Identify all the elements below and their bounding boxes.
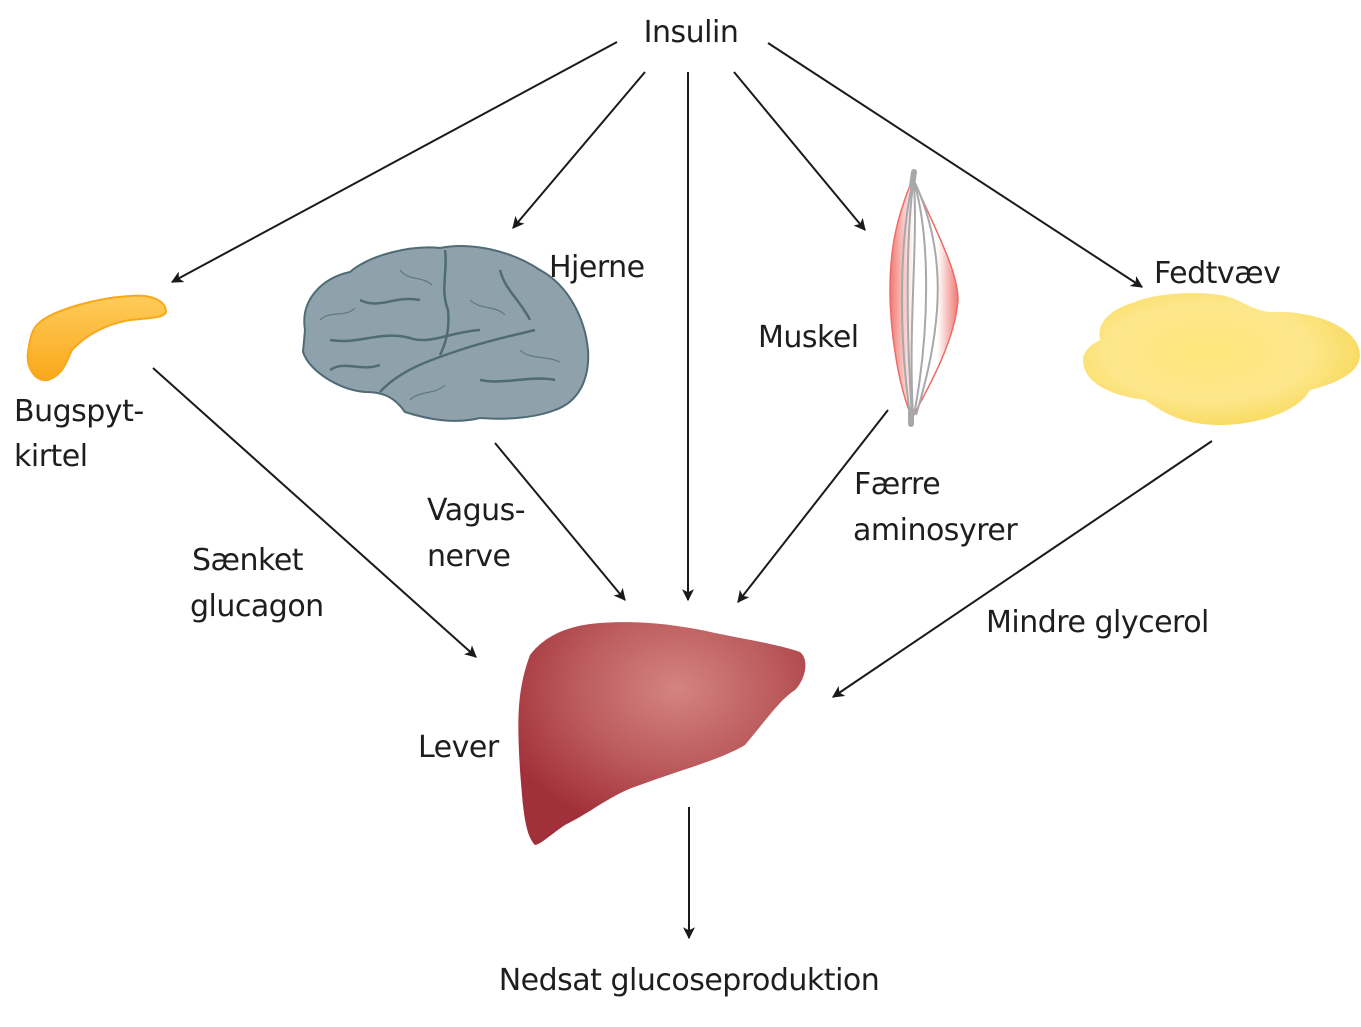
- arrow-insulin-to-pancreas: [170, 41, 618, 283]
- muscle-label: Muskel: [758, 320, 859, 355]
- arrow-insulin-to-brain: [512, 71, 646, 229]
- pancreas-icon: [26, 294, 168, 382]
- muscle-pathway-label-line2: aminosyrer: [853, 513, 1018, 548]
- liver-icon: [518, 622, 806, 845]
- pancreas-pathway-label-line1: Sænket: [192, 543, 304, 578]
- arrow-fat-to-liver: [832, 440, 1213, 698]
- arrow-insulin-to-fat: [767, 42, 1144, 288]
- output-label: Nedsat glucoseproduktion: [499, 963, 880, 998]
- fat-pathway-label: Mindre glycerol: [986, 605, 1209, 640]
- brain-pathway-label-line1: Vagus-: [427, 493, 525, 528]
- fat-label: Fedtvæv: [1154, 256, 1280, 291]
- adipose-tissue-icon: [1083, 292, 1360, 425]
- pancreas-label-line1: Bugspyt-: [14, 394, 144, 429]
- insulin-label: Insulin: [644, 15, 739, 50]
- muscle-pathway-label-line1: Færre: [854, 467, 940, 502]
- arrow-pancreas-to-liver: [152, 367, 477, 658]
- muscle-icon: [889, 169, 959, 427]
- arrow-brain-to-liver: [494, 442, 626, 601]
- pancreas-pathway-label-line2: glucagon: [190, 589, 324, 624]
- brain-icon: [301, 245, 590, 422]
- arrow-insulin-to-muscle: [733, 71, 866, 231]
- brain-label: Hjerne: [549, 250, 645, 285]
- pancreas-label-line2: kirtel: [14, 439, 88, 474]
- liver-label: Lever: [418, 730, 500, 765]
- brain-pathway-label-line2: nerve: [427, 539, 511, 574]
- arrow-muscle-to-liver: [737, 409, 889, 603]
